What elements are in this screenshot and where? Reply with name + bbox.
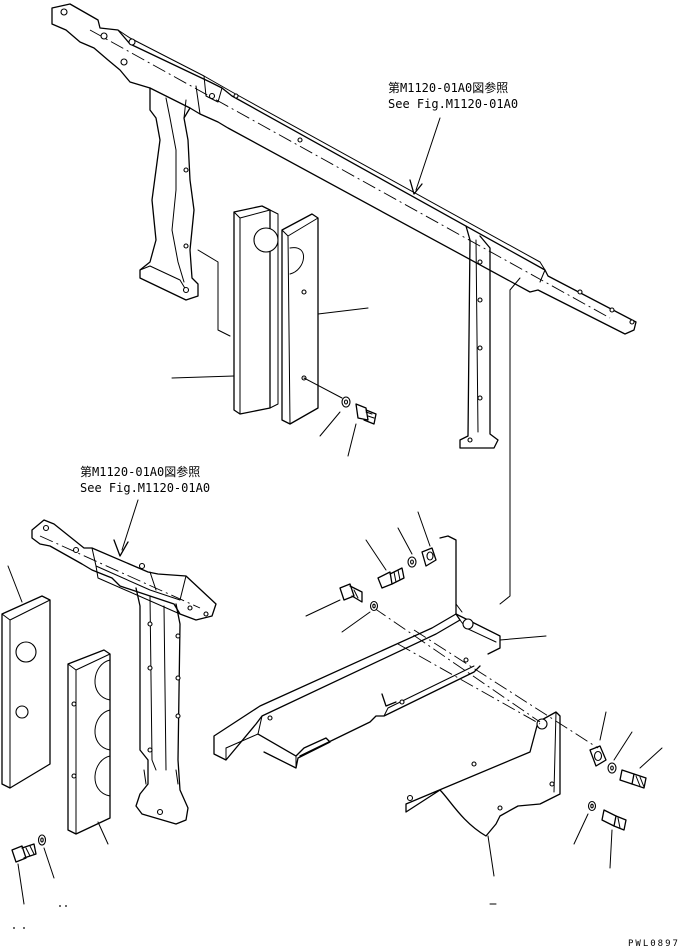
lower-right-cover-plate bbox=[405, 711, 561, 877]
upper-left-leg bbox=[139, 87, 231, 337]
bracket-bolt-side bbox=[305, 583, 363, 617]
lower-left-shim-plate bbox=[67, 649, 111, 835]
lower-left-leg bbox=[135, 587, 189, 825]
upper-leader-lines bbox=[171, 307, 369, 399]
cover-bolt-lower bbox=[601, 809, 627, 869]
drawing-code: PWL0897 bbox=[628, 939, 680, 949]
upper-ref-jp: 第M1120-01A0図参照 bbox=[388, 80, 508, 95]
cover-bolt-right bbox=[619, 747, 663, 789]
cover-nut-right bbox=[589, 711, 607, 767]
cover-washer-lower bbox=[573, 800, 597, 845]
upper-reference-callout: 第M1120-01A0図参照 See Fig.M1120-01A0 bbox=[388, 80, 518, 195]
upper-right-leg bbox=[459, 225, 521, 605]
lower-left-bolt bbox=[11, 843, 37, 905]
upper-washer bbox=[319, 396, 351, 437]
lower-reference-callout: 第M1120-01A0図参照 See Fig.M1120-01A0 bbox=[80, 464, 210, 557]
upper-ref-en: See Fig.M1120-01A0 bbox=[388, 97, 518, 111]
upper-spacer-block bbox=[233, 205, 279, 415]
lower-ref-en: See Fig.M1120-01A0 bbox=[80, 481, 210, 495]
upper-shim-plate bbox=[281, 213, 319, 425]
bottom-marks bbox=[13, 903, 497, 929]
bracket-washer-side bbox=[341, 600, 379, 633]
bracket-nut-upper bbox=[417, 511, 437, 567]
upper-bolt bbox=[347, 403, 377, 457]
lower-left-washer bbox=[37, 834, 55, 879]
upper-frame-beam bbox=[51, 3, 637, 335]
alignment-lines bbox=[373, 607, 599, 749]
lower-left-spacer-plate bbox=[1, 595, 51, 789]
lower-ref-jp: 第M1120-01A0図参照 bbox=[80, 464, 200, 479]
lower-left-frame bbox=[31, 519, 217, 621]
lower-right-bracket bbox=[213, 535, 547, 769]
cover-washer-right bbox=[607, 731, 633, 774]
bracket-bolt-upper bbox=[365, 539, 405, 589]
lower-left-leaders bbox=[7, 565, 109, 845]
bracket-washer-upper bbox=[397, 527, 417, 568]
